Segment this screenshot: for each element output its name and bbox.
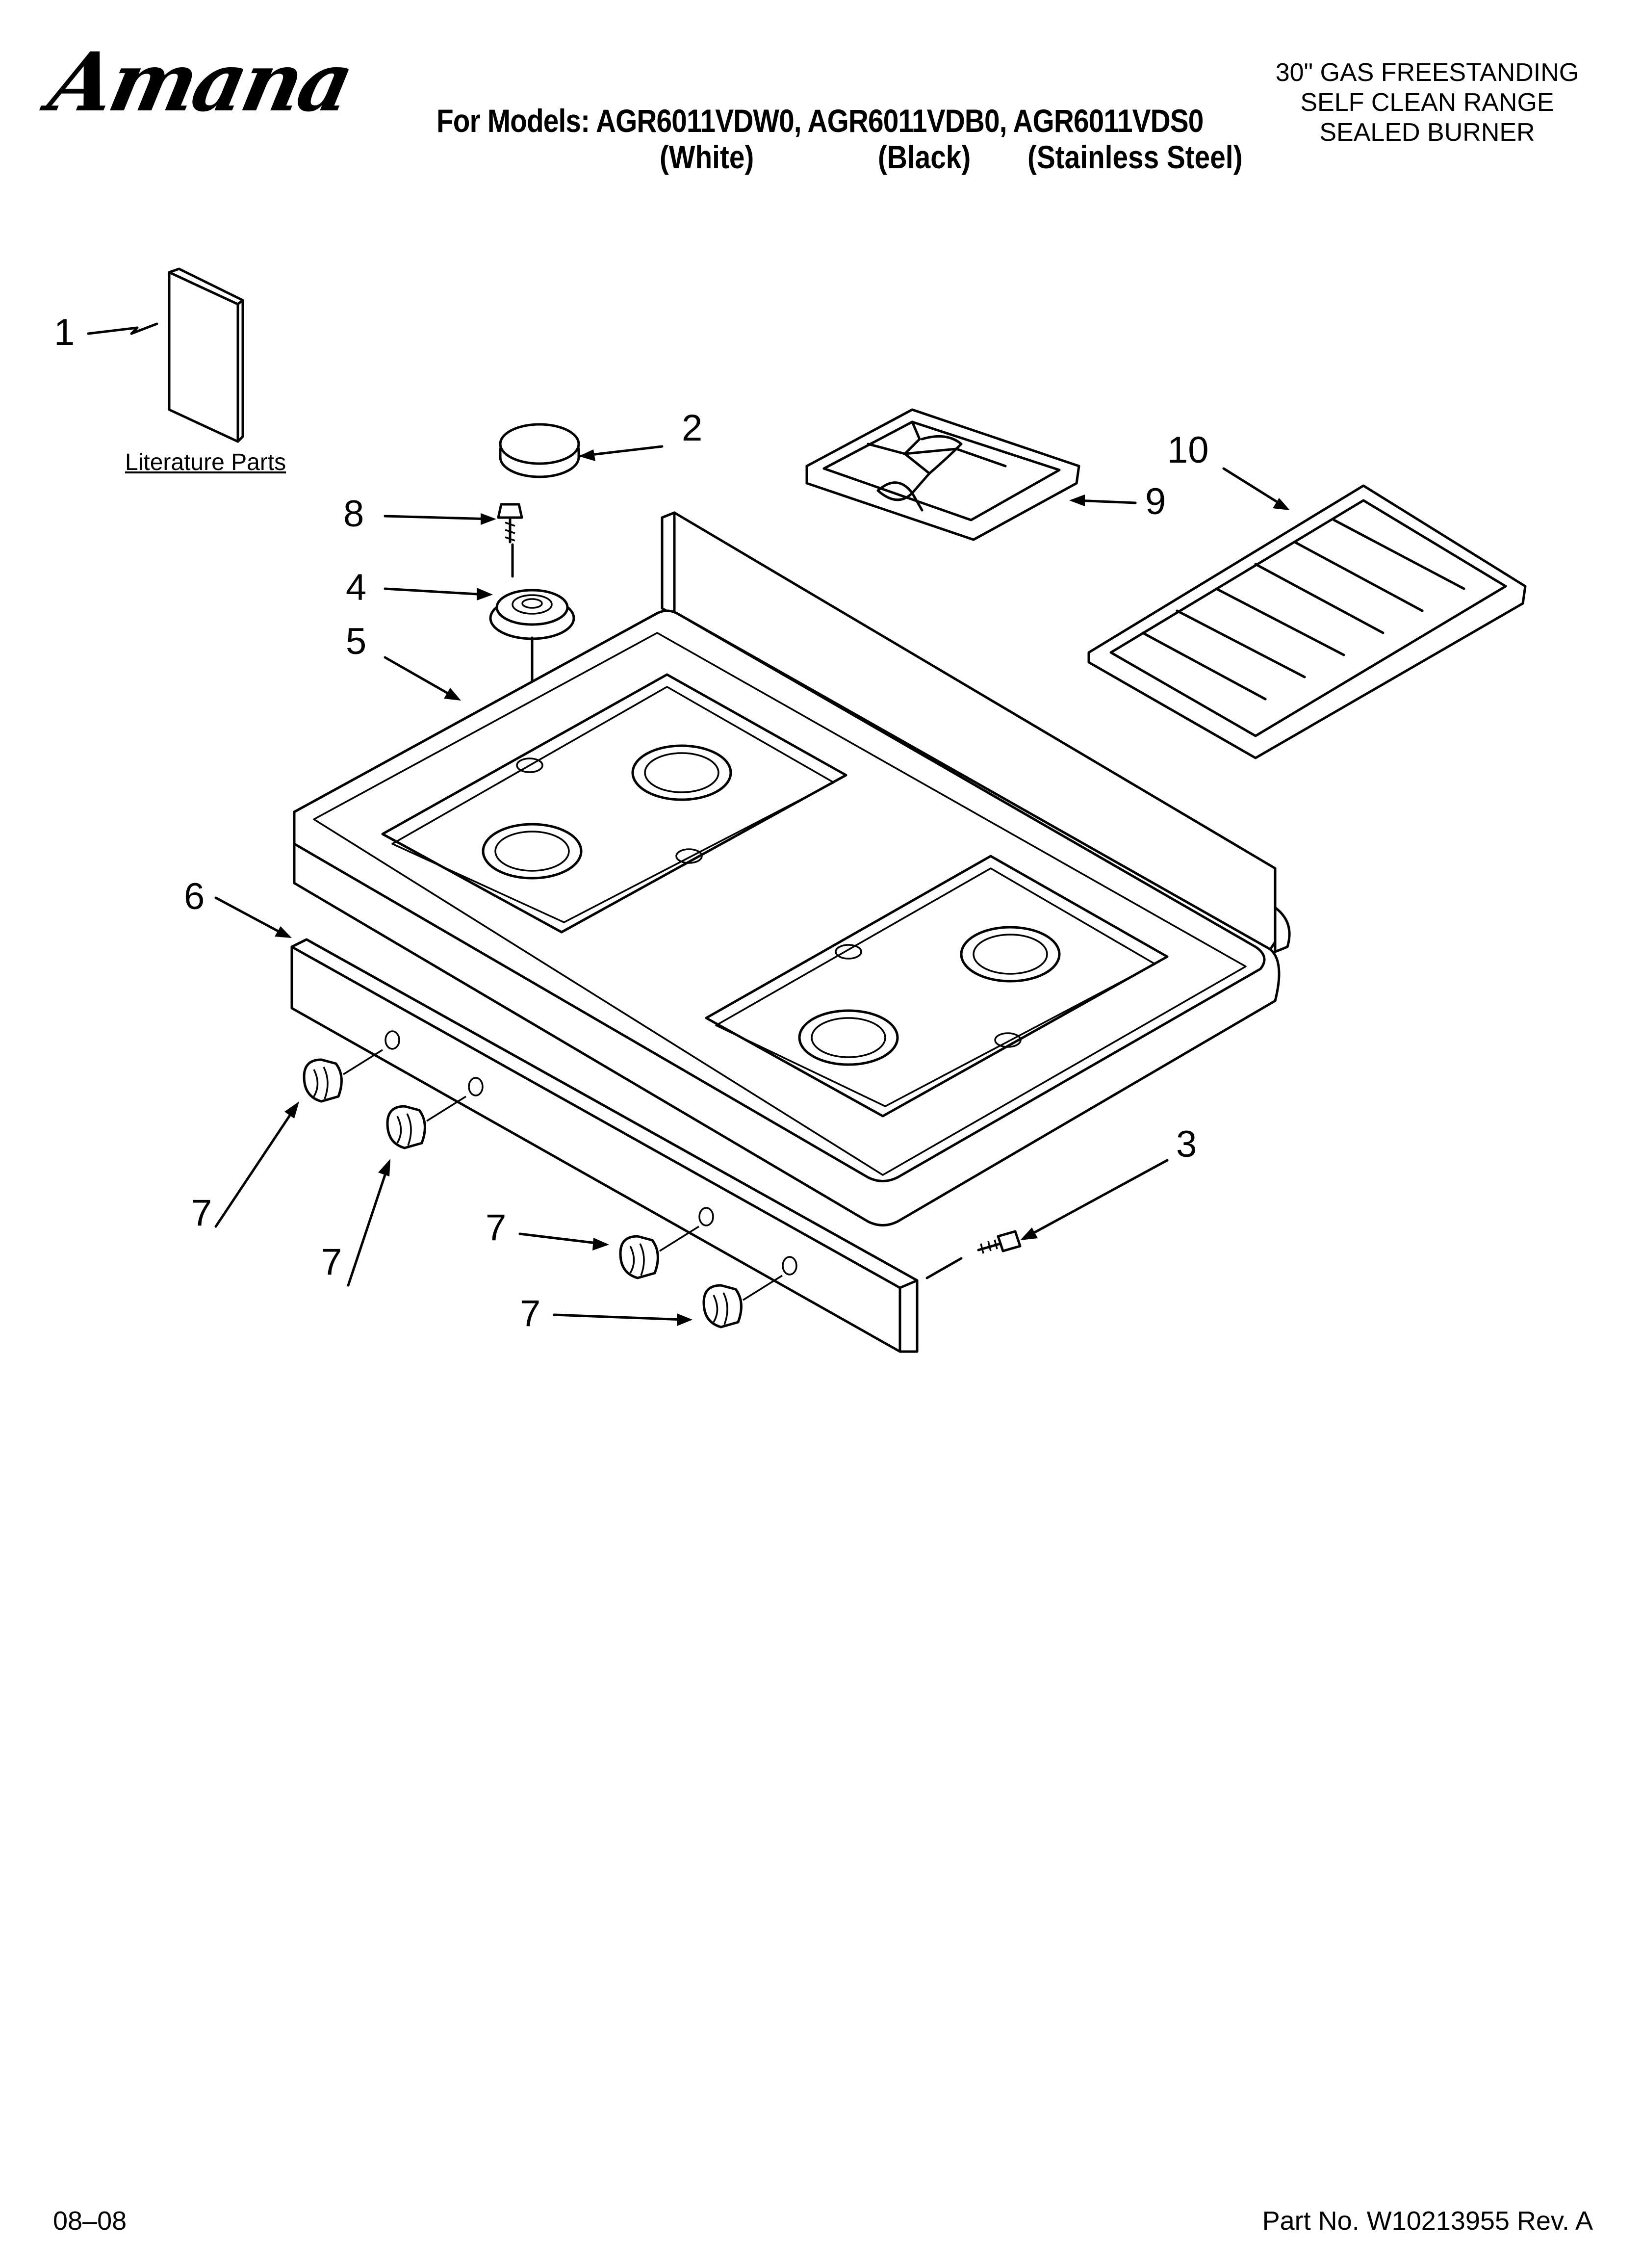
leader-7a — [214, 1107, 296, 1228]
arrow-3 — [1020, 1227, 1038, 1240]
leader-10 — [1222, 467, 1284, 507]
callout-5: 5 — [346, 621, 367, 662]
description-line-1: 30" GAS FREESTANDING — [1275, 58, 1579, 87]
knob-7b — [386, 1095, 466, 1149]
knob-7d — [702, 1275, 783, 1329]
callout-7c: 7 — [486, 1207, 507, 1249]
callout-7d: 7 — [520, 1293, 541, 1334]
leader-7c — [518, 1232, 602, 1245]
arrow-7a — [284, 1101, 299, 1119]
grate-10 — [1087, 484, 1527, 759]
arrow-7b — [378, 1159, 390, 1176]
knob-7a — [303, 1049, 383, 1103]
arrow-5 — [444, 688, 461, 701]
arrow-8 — [481, 513, 496, 525]
callout-7b: 7 — [321, 1241, 342, 1283]
finish-stainless: (Stainless Steel) — [1027, 139, 1243, 175]
leader-7d — [553, 1313, 686, 1321]
leader-5 — [384, 656, 455, 698]
grate-9 — [805, 408, 1080, 541]
callout-4: 4 — [346, 567, 367, 608]
callout-2: 2 — [682, 407, 703, 449]
screw-3-install-line — [925, 1257, 963, 1279]
burner-cap — [499, 423, 580, 478]
cooktop — [293, 511, 1291, 1226]
arrow-10 — [1273, 498, 1290, 510]
callout-3: 3 — [1176, 1123, 1197, 1165]
finish-white: (White) — [660, 139, 754, 175]
leader-6 — [214, 896, 286, 936]
description-line-3: SEALED BURNER — [1319, 118, 1535, 147]
leader-4 — [384, 587, 487, 596]
callout-9: 9 — [1145, 481, 1166, 522]
arrow-2 — [579, 449, 595, 461]
leader-9 — [1075, 499, 1137, 504]
knob-7c — [619, 1225, 699, 1279]
finish-black: (Black) — [878, 139, 971, 175]
footer-date: 08–08 — [53, 2206, 127, 2236]
literature-parts-label: Literature Parts — [125, 449, 286, 475]
arrow-4 — [477, 588, 493, 600]
callout-8: 8 — [343, 493, 364, 535]
callout-6: 6 — [184, 876, 205, 917]
description-line-2: SELF CLEAN RANGE — [1300, 88, 1554, 117]
leader-3 — [1026, 1159, 1169, 1238]
arrow-6 — [275, 926, 292, 938]
models-line: For Models: AGR6011VDW0, AGR6011VDB0, AG… — [436, 103, 1204, 139]
leader-1 — [87, 322, 158, 335]
callout-7a: 7 — [191, 1192, 212, 1234]
screw-8 — [497, 503, 523, 544]
leader-8 — [384, 515, 492, 521]
arrow-7c — [592, 1238, 609, 1251]
literature-booklet — [168, 267, 244, 443]
arrow-7d — [677, 1313, 693, 1326]
manifold-panel — [290, 938, 919, 1353]
callout-1: 1 — [54, 312, 75, 353]
footer-part-number: Part No. W10213955 Rev. A — [1262, 2206, 1593, 2236]
arrow-9 — [1069, 495, 1085, 506]
callout-10: 10 — [1167, 429, 1209, 471]
leader-7b — [347, 1166, 389, 1287]
product-description: 30" GAS FREESTANDING SELF CLEAN RANGE SE… — [1256, 58, 1599, 148]
burner-head — [489, 589, 575, 640]
screw-3 — [977, 1230, 1022, 1254]
